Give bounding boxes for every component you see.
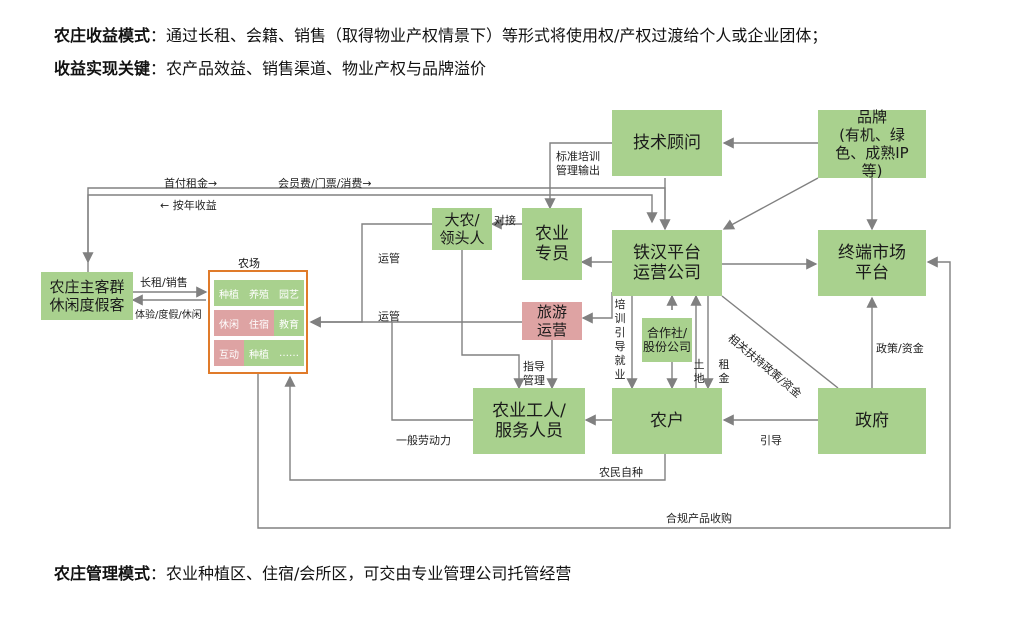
footer-line-bold: 农庄管理模式: [54, 564, 151, 583]
node-terminal-market: 终端市场 平台: [818, 230, 926, 296]
label-rent: 租金: [718, 358, 730, 385]
footer-line-text: ：农业种植区、住宿/会所区，可交由专业管理公司托管经营: [150, 564, 572, 583]
farm-container: 种植 养殖 园艺 休闲 住宿 教育 互动 种植 ……: [208, 270, 308, 374]
farm-cell: 园艺: [274, 280, 304, 306]
label-self-plant: 农民自种: [599, 466, 643, 479]
edge-member-fee: [87, 194, 658, 272]
edge-purchase: [257, 256, 951, 529]
node-farmer: 农户: [612, 388, 722, 454]
farm-title: 农场: [238, 257, 260, 270]
edge-brand-tiehan: [722, 177, 819, 230]
node-tiehan-platform: 铁汉平台 运营公司: [612, 230, 722, 296]
label-experience: 体验/度假/休闲: [135, 310, 202, 321]
header-line-1-text: ：通过长租、会籍、销售（取得物业产权情景下）等形式将使用权/产权过渡给个人或企业…: [150, 26, 828, 45]
node-brand: 品牌 (有机、绿 色、成熟IP 等): [818, 108, 926, 180]
edge-worker-farm: [391, 322, 473, 421]
node-coop: 合作社/ 股份公司: [642, 318, 692, 362]
farm-cell: 养殖: [244, 280, 274, 306]
header-line-2: 收益实现关键：农产品效益、销售渠道、物业产权与品牌溢价: [54, 55, 486, 79]
edge-tech-expert: [544, 142, 612, 210]
node-daneng: 大农/ 领头人: [432, 208, 492, 250]
edge-self-plant: [284, 375, 666, 481]
farm-cell: 种植: [214, 280, 244, 306]
label-land: 土地: [693, 358, 705, 385]
label-training: 培训引导就业: [614, 298, 626, 381]
edge-tiehan-tourism: [581, 292, 613, 324]
farm-cell: 休闲: [214, 310, 244, 336]
node-tourism-ops: 旅游 运营: [522, 302, 582, 340]
edge-policy-fund: [721, 295, 839, 389]
label-guide: 引导: [760, 434, 782, 447]
label-policy: 政策/资金: [876, 342, 924, 355]
label-ops-2: 运管: [378, 310, 400, 323]
farm-cell: 教育: [274, 310, 304, 336]
farm-cell: ……: [274, 340, 304, 366]
label-guide-2: 管理: [523, 374, 545, 387]
node-government: 政府: [818, 388, 926, 454]
edge-daneng-worker: [461, 250, 525, 390]
node-guests: 农庄主客群 休闲度假客: [41, 272, 133, 320]
farm-cell: 种植: [244, 340, 274, 366]
label-lease-sale: 长租/销售: [140, 276, 188, 289]
label-purchase: 合规产品收购: [666, 512, 732, 525]
node-agri-worker: 农业工人/ 服务人员: [473, 388, 585, 454]
label-annual: ← 按年收益: [160, 199, 217, 212]
label-member-fee: 会员费/门票/消费→: [278, 177, 372, 190]
label-guide-1: 指导: [523, 360, 545, 373]
node-agri-expert: 农业 专员: [522, 208, 582, 280]
edge-daneng-farm: [309, 223, 432, 328]
label-labor: 一般劳动力: [396, 434, 451, 447]
label-standard: 标准培训: [556, 150, 600, 163]
label-connect: 对接: [494, 214, 516, 227]
label-mgmt-out: 管理输出: [556, 164, 600, 177]
farm-cell: 住宿: [244, 310, 274, 336]
label-first-rent: 首付租金→: [164, 177, 218, 190]
header-line-2-bold: 收益实现关键: [54, 59, 151, 78]
header-line-2-text: ：农产品效益、销售渠道、物业产权与品牌溢价: [150, 59, 487, 78]
farm-cell: 互动: [214, 340, 244, 366]
footer-line: 农庄管理模式：农业种植区、住宿/会所区，可交由专业管理公司托管经营: [54, 560, 571, 584]
header-line-1-bold: 农庄收益模式: [54, 26, 151, 45]
label-ops-1: 运管: [378, 252, 400, 265]
node-tech-consultant: 技术顾问: [612, 110, 722, 176]
header-line-1: 农庄收益模式：通过长租、会籍、销售（取得物业产权情景下）等形式将使用权/产权过渡…: [54, 22, 827, 46]
